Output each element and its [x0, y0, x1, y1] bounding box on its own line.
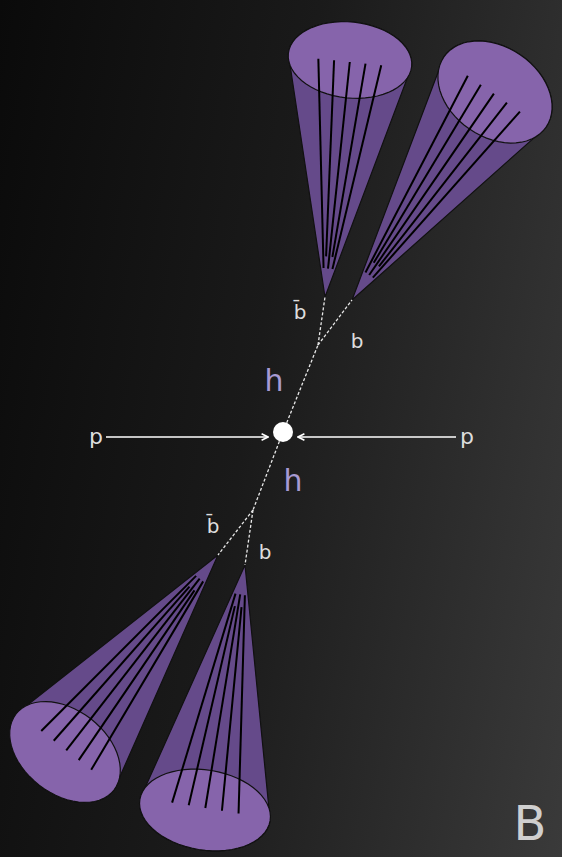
particle-track — [54, 587, 190, 741]
particle-track — [332, 64, 365, 257]
particle-track — [172, 594, 235, 803]
propagator-line — [318, 300, 352, 345]
propagator-line — [283, 345, 318, 432]
cut-heading: B — [514, 799, 547, 847]
particle-track — [332, 65, 381, 269]
particle-track — [205, 594, 240, 808]
quark-label: b̄ — [294, 302, 307, 322]
collision-point — [273, 422, 293, 442]
particle-track — [328, 62, 350, 269]
jet-cone — [140, 565, 271, 851]
particle-track — [318, 59, 323, 268]
quark-label: b̄ — [207, 516, 220, 536]
particle-track — [373, 112, 520, 278]
particle-track — [222, 607, 242, 811]
beam-arrow — [298, 436, 456, 438]
higgs-label: h — [264, 366, 283, 396]
particle-track — [41, 576, 196, 731]
particle-track — [189, 606, 235, 805]
particle-track — [379, 103, 507, 267]
particle-track — [365, 76, 467, 273]
quark-label: b — [259, 542, 272, 562]
particle-track — [369, 94, 494, 275]
propagator-line — [218, 510, 253, 555]
proton-label: p — [89, 426, 103, 448]
jet-cone — [352, 41, 552, 300]
propagator-line — [253, 432, 283, 510]
jet-cone-end — [288, 22, 411, 99]
propagator-line — [318, 297, 325, 345]
proton-label: p — [460, 426, 474, 448]
beam-arrow — [106, 436, 268, 438]
propagator-line — [245, 510, 253, 565]
quark-label: b — [351, 331, 364, 351]
higgs-label: h — [283, 466, 302, 496]
jet-cone-end — [10, 702, 121, 803]
jet-cone-end — [140, 769, 271, 851]
